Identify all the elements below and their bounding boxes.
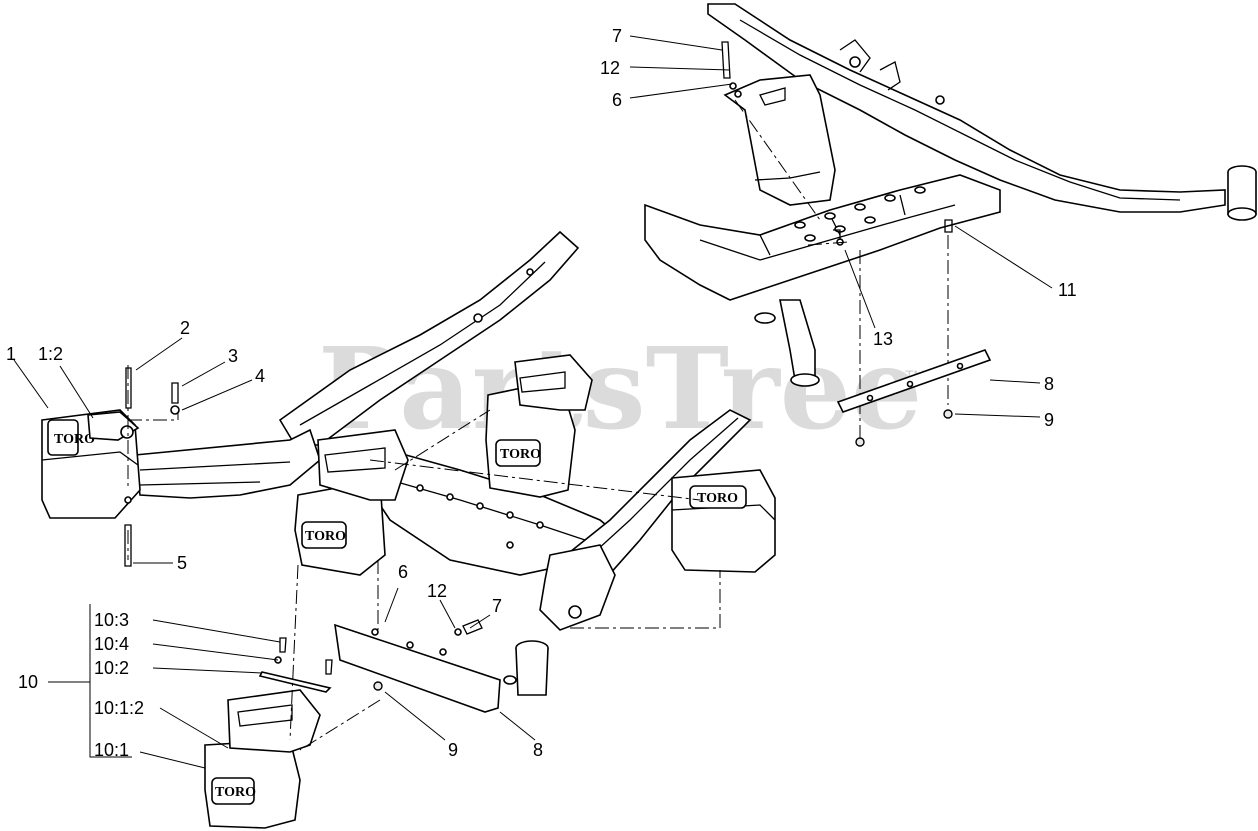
callout-7-top: 7 bbox=[612, 26, 622, 46]
weight-bar-right bbox=[836, 349, 992, 413]
upper-frame-assembly bbox=[644, 3, 1257, 447]
upper-frame-arm bbox=[707, 3, 1226, 213]
weight-center-top-logo: TORO bbox=[500, 447, 541, 462]
bolt-7-top bbox=[721, 41, 731, 79]
callout-12-top: 12 bbox=[600, 58, 620, 78]
pin-2 bbox=[125, 367, 132, 409]
nut-6-top bbox=[734, 90, 742, 98]
lower-frame-arm bbox=[278, 230, 580, 446]
callout-10-2: 10:2 bbox=[94, 658, 129, 678]
callout-12-bottom: 12 bbox=[427, 581, 447, 601]
lower-frame-bracket bbox=[539, 544, 616, 631]
nut-9-bottom bbox=[373, 681, 383, 691]
weight-right-end-logo: TORO bbox=[697, 491, 738, 506]
lower-frame-pipe bbox=[515, 647, 549, 696]
callout-10-1-2: 10:1:2 bbox=[94, 698, 144, 718]
plate-10-2 bbox=[258, 671, 332, 693]
callout-11: 11 bbox=[1058, 280, 1077, 300]
callout-8-right: 8 bbox=[1044, 374, 1054, 394]
callout-9-bottom: 9 bbox=[448, 740, 458, 760]
weight-center-top-bracket bbox=[514, 354, 593, 411]
assembly-lines bbox=[127, 241, 849, 751]
callout-1: 1 bbox=[6, 344, 16, 364]
weight-right-end: TORO bbox=[671, 469, 776, 573]
weight-1: TORO bbox=[41, 409, 141, 519]
nut-9-right-a bbox=[855, 437, 865, 447]
weight-10-bracket bbox=[227, 689, 321, 753]
callout-3: 3 bbox=[228, 346, 238, 366]
left-hardware bbox=[124, 367, 180, 567]
callout-13: 13 bbox=[873, 329, 893, 349]
upper-weight bbox=[723, 74, 836, 206]
lower-frame-assembly bbox=[134, 230, 752, 696]
weight-10: TORO bbox=[204, 637, 333, 829]
callout-2: 2 bbox=[180, 318, 190, 338]
callout-1-2: 1:2 bbox=[38, 344, 63, 364]
weight-center-left: TORO bbox=[294, 429, 409, 576]
upper-frame-pipe-end bbox=[790, 373, 820, 387]
nut-4 bbox=[170, 405, 180, 415]
callouts: 1 1:2 2 3 4 5 7 12 6 11 13 8 9 6 12 7 9 … bbox=[6, 26, 1077, 760]
weight-center-top: TORO bbox=[485, 354, 593, 498]
weight-right-end-logo-plate bbox=[689, 485, 747, 509]
frame-tube-bottom bbox=[1227, 207, 1257, 221]
callout-5: 5 bbox=[177, 553, 187, 573]
callout-4: 4 bbox=[255, 366, 265, 386]
callout-10-4: 10:4 bbox=[94, 634, 129, 654]
weight-bar-bottom bbox=[334, 623, 501, 713]
bolt-10-3b bbox=[325, 659, 333, 675]
bolt-7-bottom bbox=[462, 619, 483, 635]
weight-10-logo-plate bbox=[211, 777, 255, 805]
bolt-3 bbox=[171, 382, 179, 404]
bottom-bar-assembly bbox=[334, 619, 501, 713]
callout-6-bottom: 6 bbox=[398, 562, 408, 582]
frame-bolt-hole bbox=[849, 56, 861, 68]
nut-9-right-b bbox=[943, 409, 953, 419]
weight-center-left-logo-plate bbox=[301, 521, 347, 549]
leader-lines bbox=[13, 35, 1053, 769]
weight-1-logo: TORO bbox=[54, 432, 95, 447]
weight-center-left-logo: TORO bbox=[305, 529, 346, 544]
upper-frame-pivot bbox=[754, 312, 776, 324]
callout-7-bottom: 7 bbox=[492, 596, 502, 616]
pin-5 bbox=[124, 524, 132, 567]
callout-6-top: 6 bbox=[612, 90, 622, 110]
callout-10-1: 10:1 bbox=[94, 740, 129, 760]
bolt-10-3 bbox=[279, 637, 287, 653]
callout-8-bottom: 8 bbox=[533, 740, 543, 760]
callout-10: 10 bbox=[18, 672, 38, 692]
frame-bolt-hole bbox=[935, 95, 945, 105]
washer-12-bottom bbox=[454, 628, 462, 636]
crossmember-holes bbox=[416, 484, 544, 549]
weight-1-logo-plate bbox=[47, 419, 79, 456]
bolt-11 bbox=[944, 219, 953, 233]
lower-frame-left-body bbox=[134, 428, 321, 499]
weight-center-top-logo-plate bbox=[495, 439, 541, 467]
callout-10-3: 10:3 bbox=[94, 610, 129, 630]
upper-crossmember bbox=[644, 174, 1001, 301]
weight-10-logo: TORO bbox=[215, 785, 256, 800]
callout-9-right: 9 bbox=[1044, 410, 1054, 430]
